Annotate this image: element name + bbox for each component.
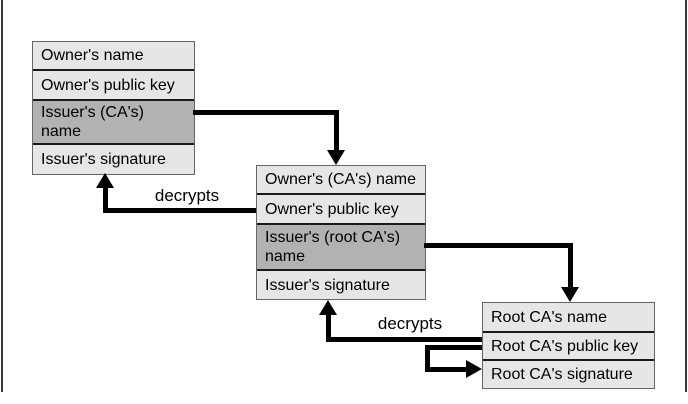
arrow-ca-issuer-to-root-cert-shaft xyxy=(424,243,573,248)
arrowhead-down xyxy=(561,287,579,302)
owner-certificate: Owner's name Owner's public key Issuer's… xyxy=(32,41,195,175)
row-ca-issuers-signature: Issuer's signature xyxy=(257,269,425,299)
row-root-ca-signature: Root CA's signature xyxy=(483,359,654,388)
arrow-ca-key-decrypts-owner-signature-shaft xyxy=(103,208,256,213)
decrypts-label-1: decrypts xyxy=(154,186,220,205)
root-ca-certificate: Root CA's name Root CA's public key Root… xyxy=(482,302,655,389)
arrow-root-self-verify-loop-shaft xyxy=(425,345,482,350)
arrow-owner-issuer-to-ca-cert-shaft xyxy=(193,110,339,115)
row-owners-name: Owner's name xyxy=(33,42,194,69)
left-frame-line xyxy=(1,0,3,392)
arrow-ca-key-decrypts-owner-signature-shaft xyxy=(103,186,108,213)
arrowhead-right xyxy=(466,360,482,378)
arrowhead-up xyxy=(319,300,337,315)
arrowhead-up xyxy=(96,173,114,188)
arrow-root-key-decrypts-ca-signature-shaft xyxy=(328,337,482,342)
row-owners-ca-name: Owner's (CA's) name xyxy=(257,166,425,193)
arrow-root-self-verify-loop-shaft xyxy=(425,367,468,372)
arrow-ca-issuer-to-root-cert-shaft xyxy=(568,243,573,288)
row-root-ca-name: Root CA's name xyxy=(483,303,654,331)
arrow-root-self-verify-loop-shaft xyxy=(425,345,430,372)
row-ca-public-key: Owner's public key xyxy=(257,193,425,223)
decrypts-label-2: decrypts xyxy=(377,314,443,333)
right-frame-line xyxy=(685,0,687,392)
row-issuers-signature: Issuer's signature xyxy=(33,143,194,174)
row-owners-public-key: Owner's public key xyxy=(33,69,194,99)
arrow-root-key-decrypts-ca-signature-shaft xyxy=(326,315,331,342)
arrowhead-down xyxy=(327,150,345,165)
row-issuers-ca-name: Issuer's (CA's) name xyxy=(33,99,194,143)
row-issuers-root-ca-name: Issuer's (root CA's) name xyxy=(257,223,425,269)
row-root-ca-public-key: Root CA's public key xyxy=(483,331,654,359)
ca-certificate: Owner's (CA's) name Owner's public key I… xyxy=(256,165,426,300)
arrow-owner-issuer-to-ca-cert-shaft xyxy=(334,110,339,151)
